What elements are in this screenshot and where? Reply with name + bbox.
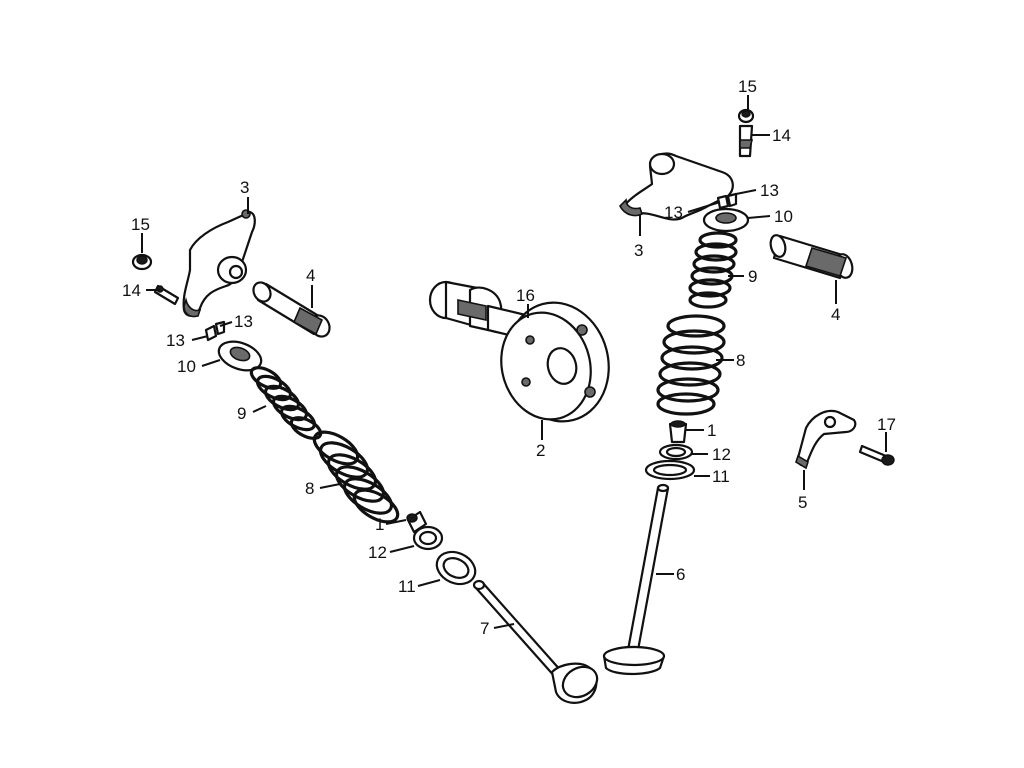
stopper-bolt [858, 444, 895, 466]
left-valve-washer [435, 550, 477, 586]
callout-left-valve: 7 [480, 619, 489, 638]
right-inner-valve-spring [688, 231, 738, 309]
right-valve [602, 483, 670, 676]
callout-right-valve: 6 [676, 565, 685, 584]
callout-camshaft: 16 [516, 286, 535, 305]
right-outer-valve-spring [656, 314, 726, 416]
left-cap-nut [131, 253, 153, 271]
callout-left-cap-nut: 15 [131, 215, 150, 234]
callout-left-inner-spring: 9 [237, 404, 246, 423]
callout-right-inner-spring: 9 [748, 267, 757, 286]
callout-left-stem-seal: 1 [375, 515, 384, 534]
left-spring-seat [412, 525, 444, 551]
callout-right-washer: 11 [712, 467, 730, 486]
left-rocker-shaft [252, 281, 331, 338]
callout-right-retainer: 10 [774, 207, 793, 226]
left-adjust-screw [153, 284, 180, 306]
callout-cam-sprocket-hub: 2 [536, 441, 545, 460]
right-spring-retainer [702, 207, 750, 233]
callout-left-adjust-screw: 14 [122, 281, 141, 300]
right-rocker-shaft [769, 234, 854, 280]
callout-right-rocker-arm: 3 [634, 241, 643, 260]
callout-left-rocker-shaft: 4 [306, 266, 315, 285]
callout-right-seat: 12 [712, 445, 731, 464]
right-valve-cotters [716, 192, 738, 210]
right-adjust-screw [738, 124, 754, 158]
callout-right-cotter-a: 13 [760, 181, 779, 200]
callout-right-cap-nut: 15 [738, 77, 757, 96]
callout-right-stem-seal: 1 [707, 421, 716, 440]
leader-lines [141, 95, 887, 629]
right-cap-nut [737, 108, 755, 124]
callout-left-outer-spring: 8 [305, 479, 314, 498]
callout-left-rocker-arm: 3 [240, 178, 249, 197]
left-valve-stem-seal [406, 510, 428, 534]
callout-left-washer: 11 [398, 577, 416, 596]
callout-labels: 3 4 15 14 13 13 10 9 8 1 12 11 7 16 2 15… [122, 77, 896, 638]
right-spring-seat [658, 443, 694, 461]
cam-sprocket-hub [500, 301, 610, 423]
callout-stopper-bolt: 17 [877, 415, 896, 434]
right-valve-washer [644, 459, 696, 481]
callout-left-cotter-a: 13 [166, 331, 185, 350]
callout-left-retainer: 10 [177, 357, 196, 376]
left-rocker-arm [182, 209, 256, 318]
shaft-stopper-plate [795, 409, 857, 470]
left-inner-valve-spring [249, 366, 323, 440]
callout-right-rocker-shaft: 4 [831, 305, 840, 324]
callout-left-seat: 12 [368, 543, 387, 562]
left-spring-retainer [217, 340, 263, 372]
left-outer-valve-spring [312, 430, 400, 524]
callout-right-adjust-screw: 14 [772, 126, 791, 145]
callout-right-outer-spring: 8 [736, 351, 745, 370]
left-valve [472, 579, 599, 704]
right-valve-stem-seal [668, 420, 688, 444]
callout-left-cotter-b: 13 [234, 312, 253, 331]
callout-shaft-stopper-plate: 5 [798, 493, 807, 512]
callout-right-cotter-b: 13 [664, 203, 683, 222]
